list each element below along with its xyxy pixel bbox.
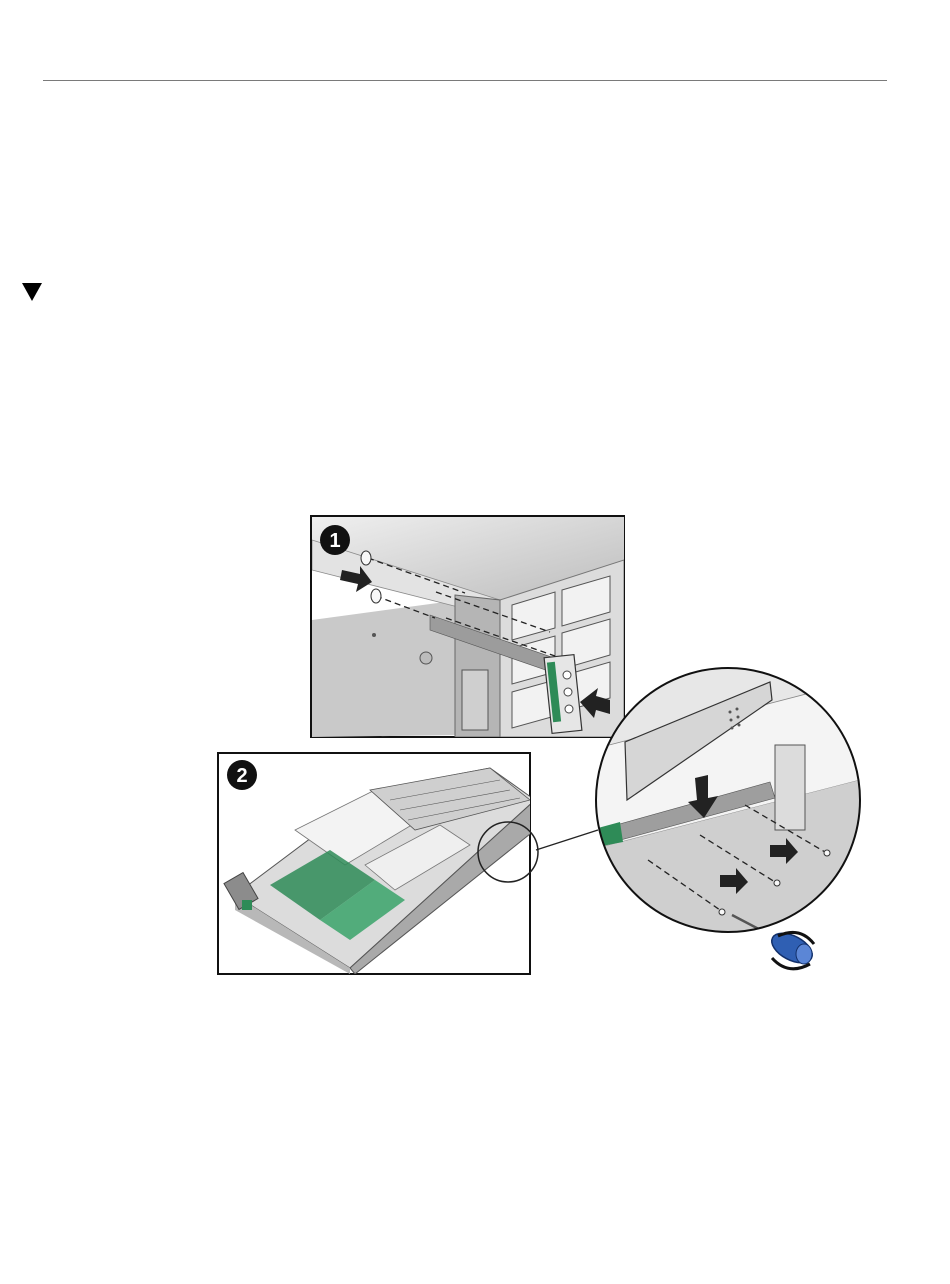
screw-icon [824, 850, 830, 856]
step-1-panel: 1 [311, 516, 624, 737]
screwdriver-icon [767, 927, 817, 969]
screw-icon [719, 909, 725, 915]
installation-figure: 1 [200, 500, 880, 990]
step-2-panel: 2 [218, 753, 538, 974]
step-1-number: 1 [329, 530, 340, 552]
screw-icon [774, 880, 780, 886]
triangle-down-icon [22, 283, 42, 301]
callout-leader-line [536, 830, 598, 850]
header-rule [43, 80, 887, 81]
zoom-detail [590, 665, 870, 940]
step-2-number: 2 [236, 765, 247, 787]
